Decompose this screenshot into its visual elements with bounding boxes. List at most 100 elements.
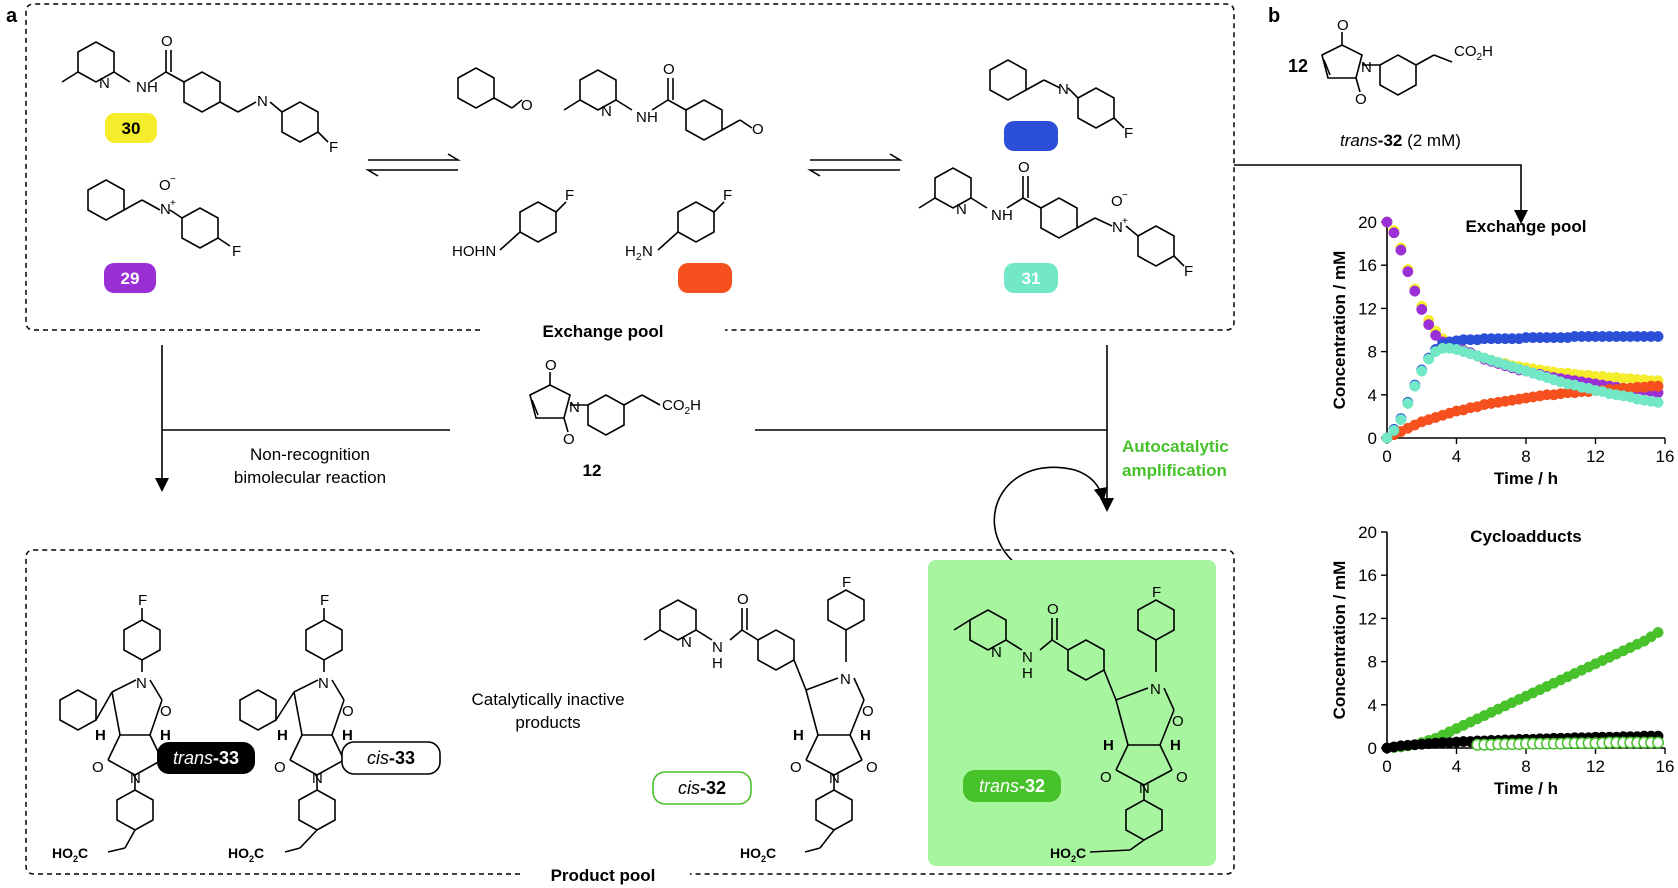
chart-title: Exchange pool <box>1466 217 1587 236</box>
molecule-aniline <box>657 201 725 251</box>
data-point <box>1652 736 1665 749</box>
data-point <box>1388 227 1400 239</box>
data-point <box>1652 331 1664 342</box>
atom-ho2c-t32: HO2C <box>1050 845 1086 864</box>
atom-h1-t33: H <box>95 727 106 744</box>
atom-n-c33: N <box>318 675 329 692</box>
data-point <box>1381 216 1393 228</box>
atom-n-py-c32: N <box>681 634 692 651</box>
label-30: 30 <box>122 119 141 138</box>
label-12-panel-b: 12 <box>1288 56 1308 76</box>
label-cis-33: cis-33 <box>367 748 415 768</box>
x-tick-label: 4 <box>1452 447 1461 466</box>
atom-n-12: N <box>569 399 580 416</box>
label-cis-32: cis-32 <box>678 778 726 798</box>
y-tick-label: 8 <box>1368 343 1377 362</box>
label-trans-33: trans-33 <box>173 748 239 768</box>
badge-cis-32 <box>652 771 752 805</box>
atom-n-py-31: N <box>956 201 967 218</box>
label-31: 31 <box>1022 269 1041 288</box>
y-tick-label: 16 <box>1358 256 1377 275</box>
atom-f-29: F <box>232 243 241 260</box>
panel-label-b: b <box>1268 5 1280 27</box>
badge-aniline <box>678 263 732 293</box>
atom-o-c32: O <box>737 591 749 608</box>
atom-f-t32: F <box>1152 584 1161 601</box>
y-tick-label: 20 <box>1358 213 1377 232</box>
badge-29 <box>104 263 156 293</box>
badge-imine <box>1004 121 1058 151</box>
atom-o3-t32: O <box>1100 769 1112 786</box>
molecule-12-panel-b <box>1321 32 1453 96</box>
atom-h1-t32: H <box>1103 737 1114 754</box>
atom-ominus-31: O <box>1111 193 1123 210</box>
y-tick-label: 0 <box>1368 429 1377 448</box>
atom-o-ald: O <box>752 121 764 138</box>
x-tick-label: 16 <box>1656 757 1675 776</box>
atom-n-imine-blue: N <box>1058 81 1069 98</box>
label-12-center: 12 <box>583 461 602 480</box>
atom-minus-31: − <box>1122 190 1128 201</box>
atom-o2-c32: O <box>862 703 874 720</box>
molecule-30-atoms: N N H O N F <box>99 33 338 156</box>
molecule-benzaldehyde <box>457 67 523 109</box>
atom-ho2c-c33: HO2C <box>228 845 264 864</box>
data-point <box>1423 319 1435 331</box>
x-tick-label: 8 <box>1521 447 1530 466</box>
product-pool-box <box>25 549 1235 875</box>
atom-nh-t32: N <box>1022 649 1033 666</box>
y-tick-label: 12 <box>1358 609 1377 628</box>
atom-n-py: N <box>601 103 612 120</box>
atom-n-imine: N <box>257 93 268 110</box>
label-trans-32: trans-32 <box>979 776 1045 796</box>
molecule-12-center <box>529 372 661 436</box>
atom-co2h-12b: CO2H <box>1454 43 1493 63</box>
atom-nh-31: N <box>991 207 1002 224</box>
inactive-line2: products <box>515 713 580 732</box>
atom-o2-c33: O <box>274 759 286 776</box>
molecule-30 <box>61 41 329 143</box>
atom-o-t33: O <box>160 703 172 720</box>
atom-h2-t32: H <box>1170 737 1181 754</box>
atom-minus-29: − <box>170 174 176 185</box>
badge-cis-33 <box>341 741 441 775</box>
left-arrow-line2: bimolecular reaction <box>234 468 386 487</box>
atom-h2-t33: H <box>160 727 171 744</box>
data-point <box>1409 380 1421 392</box>
atom-nplus-29: N <box>160 201 171 218</box>
atom-ho2c-c32: HO2C <box>740 845 776 864</box>
atom-h1-c33: H <box>277 727 288 744</box>
molecule-29 <box>87 179 231 249</box>
atom-f-t33: F <box>138 592 147 609</box>
atom-nh-c32: N <box>712 639 723 656</box>
right-reaction-arrow <box>755 345 1114 581</box>
badge-30 <box>105 113 157 143</box>
atom-nplus-31: N <box>1112 219 1123 236</box>
data-point <box>1395 414 1407 426</box>
exchange-pool-label: Exchange pool <box>543 322 664 341</box>
atom-o4-t32: O <box>1176 769 1188 786</box>
panel-label-a: a <box>6 5 18 27</box>
molecule-31 <box>918 167 1185 267</box>
atom-h: H <box>147 79 158 96</box>
left-arrow-line1: Non-recognition <box>250 445 370 464</box>
inactive-line1: Catalytically inactive <box>471 690 624 709</box>
atom-h1-c32: H <box>793 727 804 744</box>
exchange-pool-box <box>25 3 1235 331</box>
atom-o-c33: O <box>342 703 354 720</box>
x-tick-label: 4 <box>1452 757 1461 776</box>
atom-co2h-12: CO2H <box>662 397 701 417</box>
label-29: 29 <box>121 269 140 288</box>
atom-n2-t33: N <box>130 770 141 787</box>
x-tick-label: 8 <box>1521 757 1530 776</box>
x-axis-label: Time / h <box>1494 779 1558 798</box>
atom-h-t32: H <box>1022 665 1033 682</box>
data-point <box>1423 353 1435 365</box>
atom-f: F <box>329 139 338 156</box>
data-point <box>1402 397 1414 409</box>
atom-n2-t32: N <box>1150 681 1161 698</box>
badge-trans-32 <box>963 770 1061 802</box>
atom-o-benzaldehyde: O <box>521 97 533 114</box>
